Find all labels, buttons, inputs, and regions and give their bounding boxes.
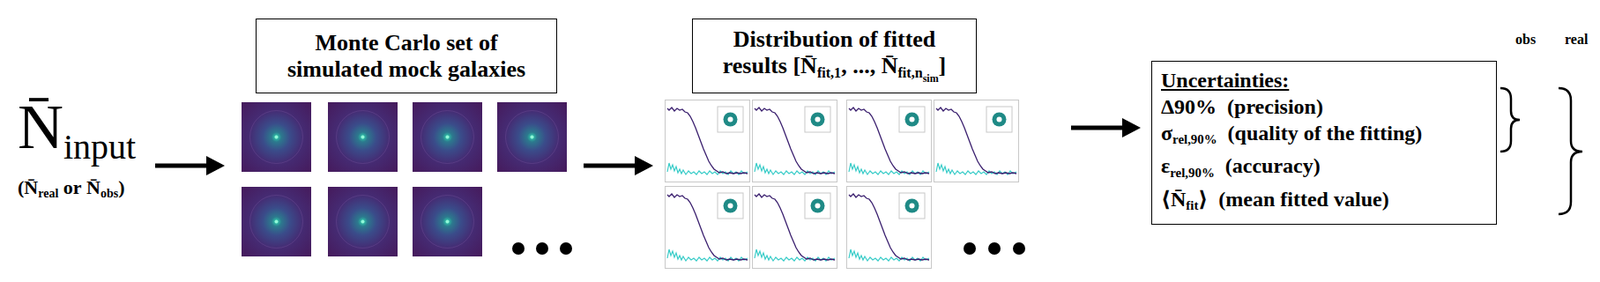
mock-galaxy xyxy=(241,102,312,172)
arrow-head xyxy=(634,156,654,176)
label-text: N̄ xyxy=(23,176,38,199)
mock-galaxy xyxy=(241,186,312,257)
label-text: fit,1 xyxy=(817,65,841,81)
ellipsis-dot xyxy=(535,242,549,255)
mock-galaxy xyxy=(327,102,398,172)
ellipsis-dot xyxy=(988,242,1001,255)
label-text: Uncertainties: xyxy=(1160,68,1289,92)
label-text: ( xyxy=(17,176,24,199)
mock-galaxy xyxy=(412,102,483,172)
label-text: N̄ xyxy=(86,176,101,199)
label-text: results [ xyxy=(722,52,801,79)
label-text: , ..., xyxy=(840,52,882,79)
label-text: N̄ xyxy=(1170,187,1186,211)
ellipsis-dot xyxy=(1012,242,1026,255)
flow-arrow xyxy=(155,163,209,169)
label-text: (mean fitted value) xyxy=(1218,187,1389,211)
arrow-head xyxy=(206,156,225,176)
label-text: ] xyxy=(938,52,947,79)
mock-galaxy xyxy=(327,186,398,257)
label-text: (precision) xyxy=(1227,95,1324,119)
text-line: Distribution of fitted xyxy=(701,26,968,53)
label-line: N̄input xyxy=(17,91,136,168)
label-text: rel,90% xyxy=(1172,132,1218,147)
label-group: N̄input(N̄realorN̄obs) xyxy=(17,91,136,201)
label-text: obs xyxy=(1515,31,1536,47)
fit-plot xyxy=(665,186,751,269)
label-text: N̄ xyxy=(881,52,899,79)
text-line: Δ90% (precision) xyxy=(1160,93,1488,120)
label-line: real xyxy=(1564,31,1588,48)
label-line: obs xyxy=(1515,31,1536,48)
label-text: ε xyxy=(1160,154,1170,178)
label-text: Monte Carlo set of simulated mock galaxi… xyxy=(287,29,526,82)
label-text: ) xyxy=(118,176,125,199)
fit-plot xyxy=(934,100,1020,183)
label-text: real xyxy=(37,186,59,201)
label-text: rel,90% xyxy=(1169,165,1215,180)
label-text: or xyxy=(63,176,82,199)
text-line: σrel,90% (quality of the fitting) xyxy=(1160,119,1488,153)
fit-plot xyxy=(752,100,838,183)
fit-plot xyxy=(847,100,932,183)
label-text: Δ90% xyxy=(1160,95,1217,119)
text-line: εrel,90% (accuracy) xyxy=(1160,152,1488,186)
text-box: Distribution of fittedresults [N̄fit,1, … xyxy=(692,18,977,94)
fit-plot xyxy=(665,100,751,183)
label-text: σ xyxy=(1160,121,1173,145)
curly-brace xyxy=(1558,88,1583,215)
label-text: obs xyxy=(100,186,119,201)
flow-arrow xyxy=(583,163,637,169)
text-line: ⟨N̄fit⟩ (mean fitted value) xyxy=(1160,186,1488,219)
label-text: input xyxy=(63,126,136,167)
ellipsis-dot xyxy=(559,242,573,255)
curly-brace xyxy=(1500,88,1520,152)
label-text: N̄ xyxy=(800,52,818,79)
label-text: (quality of the fitting) xyxy=(1227,121,1423,145)
text-line: results [N̄fit,1, ..., N̄fit,nsim] xyxy=(701,52,968,86)
label-text: fit,n xyxy=(897,65,923,81)
flow-arrow xyxy=(1071,126,1124,131)
text-box: Uncertainties:Δ90%(precision)σrel,90%(qu… xyxy=(1151,60,1497,225)
text-line: Monte Carlo set of simulated mock galaxi… xyxy=(265,29,548,83)
label-text: (accuracy) xyxy=(1225,154,1321,178)
label-text: ⟨ xyxy=(1160,187,1171,211)
arrow-head xyxy=(1122,118,1141,138)
label-text: Distribution of fitted xyxy=(733,26,937,53)
label-text: real xyxy=(1564,31,1588,47)
ellipsis-dot xyxy=(963,242,976,255)
label-line: (N̄realorN̄obs) xyxy=(17,176,136,201)
label-text: sim xyxy=(922,72,939,85)
text-line: Uncertainties: xyxy=(1160,66,1488,94)
mock-galaxy xyxy=(412,186,483,257)
label-group: real xyxy=(1564,31,1588,48)
label-text: fit xyxy=(1185,198,1199,213)
fit-plot xyxy=(752,186,838,269)
text-box: Monte Carlo set of simulated mock galaxi… xyxy=(255,18,558,94)
label-text: N̄ xyxy=(17,91,64,163)
ellipsis-dot xyxy=(512,242,525,255)
label-text: ⟩ xyxy=(1198,187,1208,211)
mock-galaxy xyxy=(497,102,567,172)
fit-plot xyxy=(847,186,932,269)
label-group: obs xyxy=(1515,31,1536,48)
